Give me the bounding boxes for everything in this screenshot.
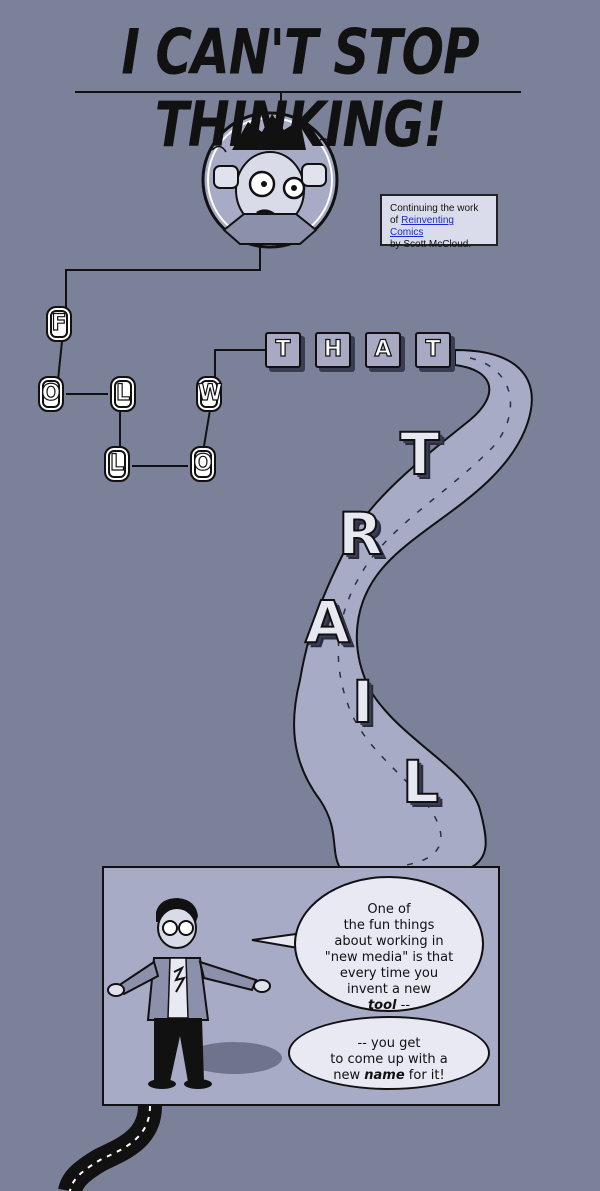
trail-letter-t: T bbox=[399, 419, 441, 489]
road bbox=[58, 1105, 162, 1191]
balloon1-line4: "new media" is that bbox=[324, 950, 454, 965]
balloon1-line2: the fun things bbox=[343, 918, 435, 933]
follow-letter-f: F bbox=[46, 306, 72, 342]
trail-letter-r: R bbox=[337, 499, 384, 569]
that-letter-a: A bbox=[365, 332, 401, 368]
balloon1-line5: every time you bbox=[339, 966, 439, 981]
credit-line-1: Continuing the work bbox=[390, 203, 479, 214]
follow-letter-o2: O bbox=[190, 446, 216, 482]
balloon1-tool-word: tool bbox=[367, 998, 397, 1013]
title-underline bbox=[75, 91, 521, 93]
follow-letter-l2: L bbox=[104, 446, 130, 482]
speech-balloon-1: One of the fun things about working in "… bbox=[294, 876, 484, 1014]
character-figure bbox=[107, 898, 300, 1089]
that-letter-t1: T bbox=[265, 332, 301, 368]
balloon2-line3-pre: new bbox=[333, 1068, 365, 1083]
balloon2-name-word: name bbox=[364, 1068, 405, 1083]
follow-letter-o: O bbox=[38, 376, 64, 412]
balloon2-line3: new name for it! bbox=[290, 1068, 488, 1084]
follow-letter-w: W bbox=[196, 376, 223, 412]
credit-note: Continuing the work of Reinventing Comic… bbox=[380, 194, 498, 250]
portrait-circle bbox=[201, 111, 339, 249]
balloon2-line1: -- you get bbox=[357, 1036, 421, 1051]
comic-panel: One of the fun things about working in "… bbox=[102, 866, 500, 1106]
balloon1-line1: One of bbox=[367, 902, 411, 917]
credit-line-3: by Scott McCloud. bbox=[390, 239, 472, 250]
road-dashes bbox=[69, 1105, 151, 1191]
page-title: I CAN'T STOP THINKING! bbox=[121, 16, 479, 161]
credit-line-2-prefix: of bbox=[390, 215, 402, 226]
trail-letter-a: A bbox=[304, 587, 351, 657]
balloon2-line3-post: for it! bbox=[404, 1068, 445, 1083]
balloon1-line3: about working in bbox=[334, 934, 444, 949]
that-letter-t2: T bbox=[415, 332, 451, 368]
reinventing-comics-link[interactable]: Reinventing Comics bbox=[390, 215, 454, 238]
that-letter-h: H bbox=[315, 332, 351, 368]
trail-letter-i: I bbox=[351, 667, 375, 737]
balloon1-line7-rest: -- bbox=[396, 998, 411, 1013]
balloon1-line7: tool -- bbox=[296, 998, 482, 1014]
balloon1-line6: invent a new bbox=[347, 982, 431, 997]
follow-letter-l1: L bbox=[110, 376, 136, 412]
balloon2-line2: to come up with a bbox=[330, 1052, 448, 1067]
speech-balloon-2: -- you get to come up with a new name fo… bbox=[288, 1016, 490, 1090]
trail-letter-l: L bbox=[401, 747, 440, 817]
